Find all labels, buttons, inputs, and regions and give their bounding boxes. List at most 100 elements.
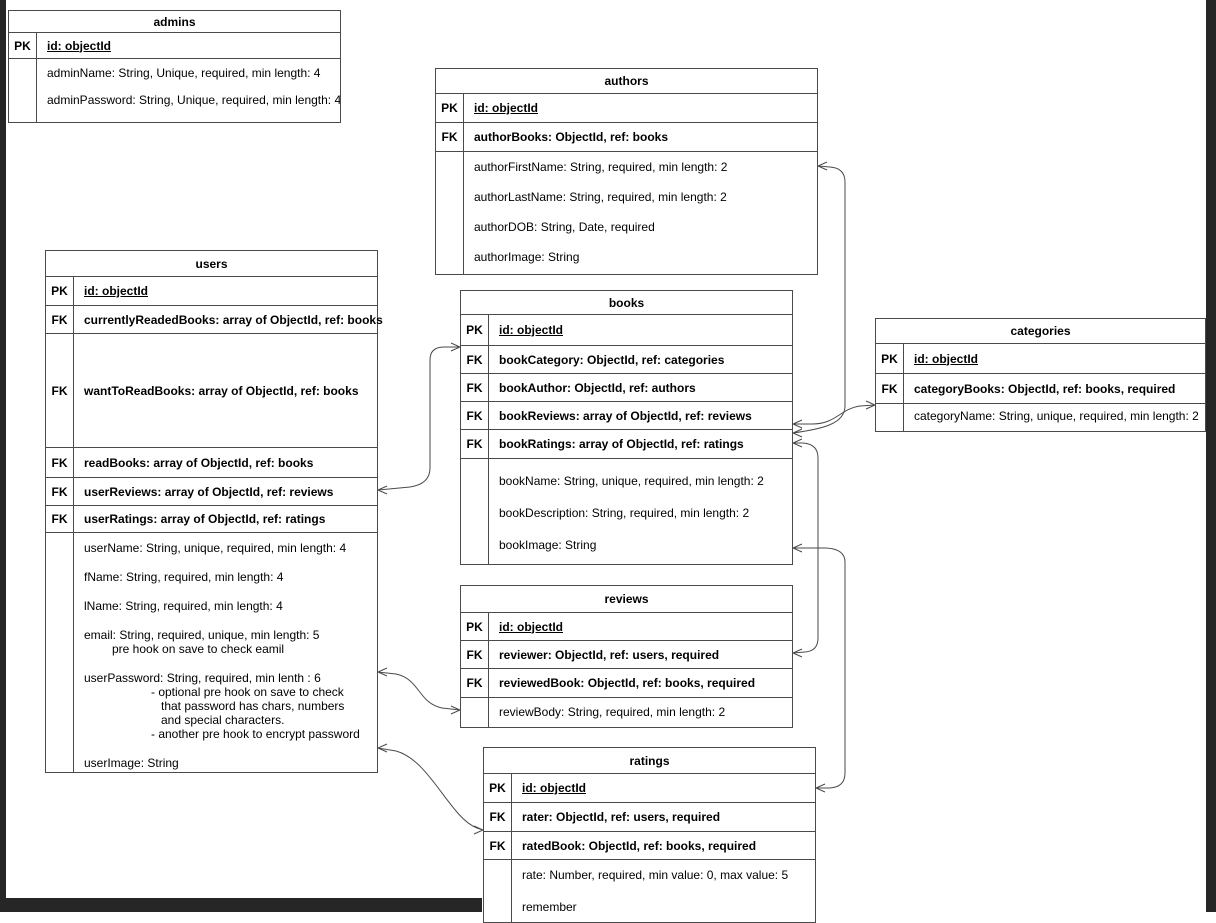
attribute-text: id: objectId: [84, 284, 148, 298]
arrowhead-icon: [791, 438, 803, 448]
arrowhead-icon: [791, 419, 803, 429]
connector-users-books[interactable]: [376, 342, 462, 495]
field-users-1: fName: String, required, min length: 4: [74, 570, 377, 584]
fields-section-users[interactable]: userName: String, unique, required, min …: [46, 533, 377, 772]
connector-users-reviews-line[interactable]: [377, 671, 461, 711]
table-title-admins[interactable]: admins: [9, 11, 340, 33]
arrowhead-icon: [791, 428, 803, 438]
row-users-fk-1[interactable]: FK currentlyReadedBooks: array of ObjectI…: [46, 306, 383, 334]
attribute-text: id: objectId: [499, 619, 563, 634]
field-line: rate: Number, required, min value: 0, ma…: [522, 868, 789, 882]
field-authors-0: authorFirstName: String, required, min l…: [464, 160, 817, 174]
fields-key-column: [436, 152, 464, 274]
table-title-categories[interactable]: categories: [876, 319, 1205, 344]
connector-books-categories[interactable]: [791, 400, 877, 429]
key-text: FK: [51, 312, 68, 327]
fields-section-ratings[interactable]: rate: Number, required, min value: 0, ma…: [484, 860, 815, 922]
connector-books-authors-line[interactable]: [792, 165, 846, 434]
table-title-books[interactable]: books: [461, 291, 792, 315]
key-text: FK: [466, 437, 483, 451]
field-users-3: email: String, required, unique, min len…: [74, 628, 377, 656]
key-text: PK: [441, 101, 458, 115]
fields-key-column: [9, 59, 37, 122]
connector-users-reviews[interactable]: [376, 667, 462, 715]
table-title-label: categories: [1010, 324, 1071, 338]
table-title-ratings[interactable]: ratings: [484, 748, 815, 774]
key-text: FK: [51, 383, 68, 398]
table-title-users[interactable]: users: [46, 251, 377, 277]
table-title-authors[interactable]: authors: [436, 69, 817, 94]
connector-users-ratings[interactable]: [376, 743, 485, 835]
window-frame-right: [1206, 0, 1216, 912]
attribute-text: authorBooks: ObjectId, ref: books: [474, 130, 669, 144]
connector-books-categories-line[interactable]: [793, 404, 876, 425]
field-line: authorDOB: String, Date, required: [474, 220, 655, 234]
fields-key-column: [876, 404, 904, 431]
window-frame-left: [0, 0, 6, 912]
table-title-label: users: [195, 256, 228, 271]
field-line: userName: String, unique, required, min …: [84, 541, 347, 555]
key-text: PK: [14, 38, 31, 53]
connector-books-ratings-line[interactable]: [793, 547, 846, 789]
fields-section-books[interactable]: bookName: String, unique, required, min …: [461, 459, 792, 564]
key-text: FK: [489, 838, 506, 853]
attribute-text: id: objectId: [499, 323, 563, 337]
table-title-label: ratings: [629, 753, 670, 768]
field-authors-3: authorImage: String: [464, 250, 817, 264]
key-text: PK: [489, 781, 506, 795]
field-books-2: bookImage: String: [489, 538, 792, 552]
table-title-reviews[interactable]: reviews: [461, 586, 792, 613]
key-text: FK: [466, 380, 483, 395]
row-authors-fk-1[interactable]: FK authorBooks: ObjectId, ref: books: [436, 123, 817, 152]
key-text: FK: [51, 512, 68, 526]
attribute-text: currentlyReadedBooks: array of ObjectId,…: [84, 312, 383, 327]
key-label: FK: [484, 803, 512, 831]
key-label: FK: [436, 123, 464, 151]
field-line: bookDescription: String, required, min l…: [499, 506, 750, 520]
fields-section-admins[interactable]: adminName: String, Unique, required, min…: [9, 59, 340, 122]
fields-section-categories[interactable]: categoryName: String, unique, required, …: [876, 404, 1205, 431]
connector-users-ratings-line[interactable]: [377, 747, 484, 831]
attribute-text: id: objectId: [474, 101, 538, 115]
key-label: FK: [876, 374, 904, 403]
row-authors-pk-0[interactable]: PK id: objectId: [436, 94, 817, 123]
field-authors-1: authorLastName: String, required, min le…: [464, 190, 817, 204]
connector-users-books-line[interactable]: [377, 346, 460, 491]
key-label: FK: [46, 506, 74, 532]
fields-section-authors[interactable]: authorFirstName: String, required, min l…: [436, 152, 817, 274]
key-label: PK: [484, 774, 512, 802]
connector-books-authors[interactable]: [791, 161, 846, 438]
field-books-1: bookDescription: String, required, min l…: [489, 506, 792, 520]
attribute-text: id: objectId: [47, 38, 111, 53]
fields-key-column: [461, 459, 489, 564]
key-label: PK: [436, 94, 464, 122]
row-admins-pk-0[interactable]: PK id: objectId: [9, 33, 340, 59]
connector-books-ratings[interactable]: [791, 543, 846, 793]
fields-section-reviews[interactable]: reviewBody: String, required, min length…: [461, 698, 792, 727]
